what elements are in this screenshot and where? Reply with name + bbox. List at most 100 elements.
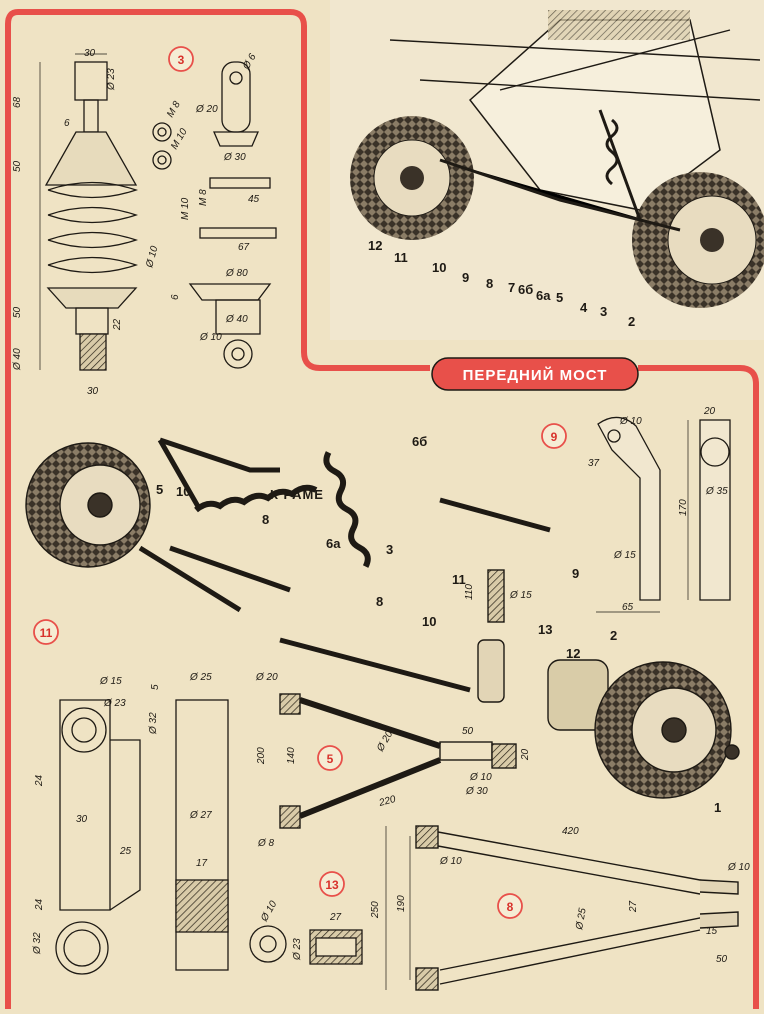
badge-5: 5 [327,752,334,766]
callout: 2 [610,628,617,643]
dim: Ø 15 [509,590,532,601]
dim: Ø 27 [189,810,212,821]
dim: 17 [196,858,208,869]
dim: 50 [462,726,474,737]
callout: 11 [394,250,408,265]
section-11-dimensions: 11 Ø 15 Ø 23 24 30 25 24 Ø 32 Ø 25 5 Ø 3… [32,619,212,955]
dim: 140 [286,747,297,764]
callout: 10 [176,484,190,499]
dim: 25 [119,846,132,857]
dim: Ø 30 [465,786,488,797]
dim: 24 [34,898,45,911]
dim: 22 [112,318,123,331]
callout: 3 [386,542,393,557]
dim: 110 [464,584,475,600]
dim: Ø 6 [241,52,259,73]
callout: 12 [566,646,580,661]
badge-9: 9 [551,430,558,444]
dim: 45 [248,194,260,205]
callout: 5 [556,290,563,305]
dim: Ø 80 [225,268,248,279]
dim: Ø 32 [148,712,159,735]
dim: 50 [12,306,23,318]
dim: 15 [706,926,718,937]
dim: 30 [76,814,88,825]
callout: 1 [714,800,721,815]
bushing-drawing [249,925,363,965]
callout: 12 [368,238,382,253]
dim: 50 [716,954,728,965]
dim: M 8 [165,99,183,119]
exploded-assembly [25,437,740,799]
wishbone-drawing [279,693,517,829]
dim: 24 [34,774,45,787]
badge-13: 13 [325,878,339,892]
exploded-callouts: 5 10 8 3 6а 6б 8 9 11 10 13 12 2 1 К РАМ… [156,434,721,815]
callout: 2 [628,314,635,329]
dim: Ø 10 [259,899,280,925]
section-9-dimensions: 9 Ø 10 37 20 Ø 35 170 Ø 15 65 110 Ø 15 [464,406,728,613]
dim: Ø 20 [255,672,278,683]
bracket-drawing [596,416,731,613]
callout: 10 [422,614,436,629]
callout: 4 [580,300,588,315]
dim: 27 [329,912,342,923]
dim: 30 [87,386,99,397]
dim: 170 [678,499,689,516]
dim: Ø 20 [195,104,218,115]
dim: Ø 10 [439,856,462,867]
callout: 8 [486,276,493,291]
dim: Ø 10 [727,862,750,873]
buggy-photo [330,0,764,340]
dim: 190 [396,895,407,912]
dim: Ø 25 [189,672,212,683]
dim: Ø 10 [144,245,161,270]
dim: 200 [256,747,267,765]
badge-3: 3 [178,53,185,67]
lower-arm-drawing [385,825,739,991]
dim: Ø 25 [574,907,589,932]
dim: 65 [622,602,634,613]
dim: M 10 [169,126,190,151]
badge-11: 11 [40,626,53,640]
page-title: ПЕРЕДНИЙ МОСТ [463,366,608,384]
callout: 6а [326,536,341,551]
dim: 250 [370,901,381,919]
dim: 6 [64,118,70,129]
callout: 9 [572,566,579,581]
dim: Ø 23 [103,698,126,709]
dim: 68 [12,96,23,108]
dim: Ø 32 [32,932,43,955]
dim: 27 [628,900,639,913]
dim: Ø 30 [223,152,246,163]
dim: 420 [562,826,579,837]
callout: 6б [518,282,533,297]
section-5-dimensions: 5 Ø 20 200 140 Ø 20 50 20 Ø 10 Ø 30 220 … [255,672,531,849]
callout: 13 [538,622,552,637]
photo-callouts: 12 11 10 9 8 7 6б 6а 5 4 3 2 [368,238,635,329]
dim: Ø 10 [619,416,642,427]
dim: Ø 35 [705,486,728,497]
callout: 8 [376,594,383,609]
red-frame [18,9,430,371]
dim: 20 [520,748,531,761]
frame-label: К РАМЕ [270,487,324,502]
dim: 50 [12,160,23,172]
dim: 5 [150,684,161,690]
callout: 3 [600,304,607,319]
dim: Ø 40 [225,314,248,325]
callout: 6б [412,434,427,449]
callout: 10 [432,260,446,275]
dim: Ø 23 [106,68,117,91]
callout: 8 [262,512,269,527]
callout: 11 [452,572,466,587]
dim: Ø 8 [257,838,275,849]
shock-absorber-drawing [39,53,277,371]
badge-8: 8 [507,900,514,914]
dim: Ø 40 [12,348,23,371]
section-3-dimensions: 3 30 68 6 50 Ø 23 Ø 10 50 22 Ø 40 30 M 8… [12,46,260,397]
title-plate [431,357,639,391]
callout: 5 [156,482,163,497]
dim: 20 [703,406,716,417]
